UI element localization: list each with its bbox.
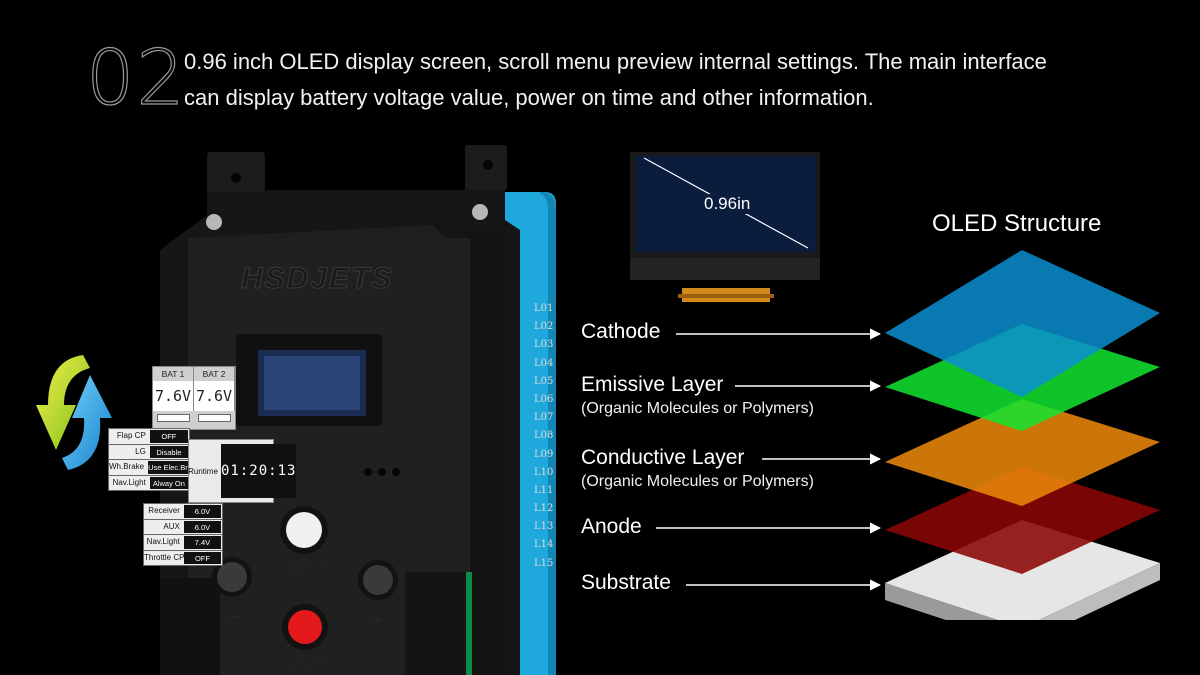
cathode-layer — [885, 250, 1160, 397]
runtime-label: Runtime — [188, 466, 218, 476]
side-label: L14 — [534, 539, 554, 551]
layer-sub-conductive: (Organic Molecules or Polymers) — [581, 473, 814, 490]
brand-logo: HSDJETS — [240, 262, 394, 296]
oled-structure-title: OLED Structure — [932, 210, 1102, 237]
refresh-arrows-icon — [36, 355, 112, 470]
side-label: L12 — [534, 503, 554, 515]
oled-size-label: 0.96in — [702, 194, 753, 214]
side-label: L15 — [534, 557, 554, 569]
bat1-level-bar — [157, 414, 190, 422]
side-label: L11 — [534, 484, 554, 496]
menu-key: Wh.Brake — [109, 462, 145, 471]
menu-key: AUX — [163, 521, 180, 531]
menu-value: Alway On — [149, 476, 188, 489]
bat1-value: 7.6V — [153, 381, 194, 411]
menu-key: Nav.Light — [146, 537, 180, 546]
bat2-value: 7.6V — [194, 381, 235, 411]
headline-line-2: can display battery voltage value, power… — [184, 85, 874, 110]
menu-value: 6.0V — [183, 520, 221, 533]
layer-sub-emissive: (Organic Molecules or Polymers) — [581, 400, 814, 417]
menu-key: Throttle CP — [144, 552, 185, 562]
menu-key: Flap CP — [116, 431, 146, 440]
menu-value: 6.0V — [183, 505, 221, 518]
menu-value: Disable — [149, 445, 188, 458]
menu-button[interactable] — [288, 610, 322, 644]
side-label: L09 — [534, 448, 554, 460]
side-label: L05 — [534, 375, 554, 387]
conductive-layer — [885, 399, 1160, 506]
bat1-label: BAT 1 — [153, 367, 194, 381]
oled-layer-stack — [656, 250, 1160, 620]
menu-value: OFF — [183, 551, 221, 564]
side-label: L03 — [534, 339, 554, 351]
bat2-label: BAT 2 — [194, 367, 235, 381]
controller-device — [160, 145, 556, 675]
side-label: L01 — [534, 303, 554, 314]
layer-label-cathode: Cathode — [581, 320, 661, 343]
bat2-level-bar — [198, 414, 231, 422]
menu-value: 7.4V — [183, 536, 221, 549]
side-label: L10 — [534, 466, 554, 478]
menu-key: Nav.Light — [112, 477, 146, 487]
side-label: L07 — [534, 412, 554, 424]
plus-label: + — [374, 612, 383, 628]
battery-panel: BAT 1 BAT 2 7.6V 7.6V — [152, 366, 236, 430]
layer-label-emissive: Emissive Layer — [581, 373, 724, 396]
anode-layer — [885, 467, 1160, 574]
layer-label-anode: Anode — [581, 515, 642, 538]
setup-button[interactable] — [286, 512, 322, 548]
headline: 0.96 inch OLED display screen, scroll me… — [184, 44, 1084, 116]
side-label: L02 — [534, 321, 554, 333]
layer-label-substrate: Substrate — [581, 571, 671, 594]
layer-label-conductive: Conductive Layer — [581, 446, 745, 469]
setup-label: SETUP — [288, 563, 325, 576]
runtime-panel: Runtime 01:20:13 — [188, 439, 297, 503]
side-label: L13 — [534, 521, 554, 533]
menu-key: LG — [135, 446, 146, 456]
minus-label: − — [229, 608, 238, 624]
menu-value: OFF — [149, 430, 188, 443]
runtime-value: 01:20:13 — [221, 444, 297, 498]
menu-value: Use Elec.Brake — [148, 461, 200, 474]
step-number: 02 — [85, 33, 187, 122]
minus-button[interactable] — [217, 562, 247, 592]
side-label: L06 — [534, 393, 554, 405]
side-label: L04 — [534, 357, 554, 369]
headline-line-1: 0.96 inch OLED display screen, scroll me… — [184, 49, 1047, 74]
side-label: L08 — [534, 430, 554, 442]
menu-label: MANU — [290, 658, 324, 671]
menu-key: Receiver — [148, 506, 180, 515]
plus-button[interactable] — [363, 565, 393, 595]
